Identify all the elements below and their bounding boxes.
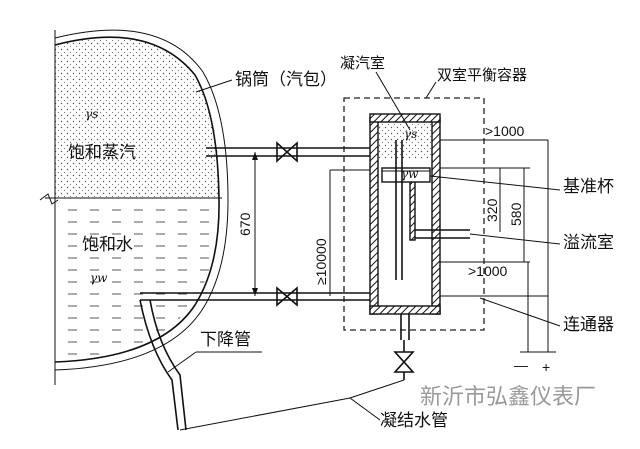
dim-670: 670 [237, 152, 258, 296]
saturated-steam-label: 饱和蒸汽 [68, 143, 136, 163]
condensing-leader-line [375, 71, 411, 131]
dim-1000-bottom-text: >1000 [468, 263, 508, 279]
downcomer-pipe [139, 299, 187, 431]
dim-1000-top-text: >1000 [485, 123, 525, 139]
drum-gamma-w-label: γw [90, 271, 108, 285]
downcomer-label: 下降管 [200, 330, 251, 350]
steam-pipe [206, 141, 376, 163]
dim-670-text: 670 [237, 212, 253, 236]
condensate-valve [393, 351, 415, 380]
balance-vessel [369, 113, 470, 352]
overflow-chamber-label: 溢流室 [563, 233, 614, 253]
condensate-pipe-label: 凝结水管 [380, 411, 448, 431]
dim-580-text: 580 [508, 202, 524, 226]
condensing-chamber-label: 凝汽室 [340, 54, 385, 72]
chamber-gamma-w-label: γw [401, 167, 419, 181]
container-leader-line [425, 81, 437, 99]
drum-gamma-s-label: γs [85, 107, 98, 121]
container-dashed-outline [343, 97, 485, 331]
drum-leader-line [195, 79, 233, 93]
dim-1000-top: >1000 [440, 123, 549, 296]
connector-label: 连通器 [563, 315, 614, 335]
double-chamber-container-label: 双室平衡容器 [437, 66, 527, 84]
dim-1000-bottom: >1000 [440, 261, 548, 297]
dim-320-580: 320 580 [440, 167, 530, 262]
transmitter-lines [520, 262, 556, 353]
water-pipe [140, 286, 376, 307]
minus-sign: — [514, 357, 528, 373]
watermark-text: 新沂市弘鑫仪表厂 [420, 385, 596, 410]
saturated-water-label: 饱和水 [82, 235, 133, 255]
drum-vessel [39, 29, 229, 385]
condensate-leaders [179, 379, 405, 431]
reference-cup-leader-line [429, 175, 561, 191]
plus-sign: + [542, 359, 550, 375]
overflow-leader-line [469, 233, 561, 245]
reference-cup-label: 基准杯 [563, 177, 614, 197]
dim-320-text: 320 [484, 198, 500, 222]
dim-10000: ≥10000 [313, 169, 376, 296]
chamber-gamma-s-label: γs [404, 127, 417, 141]
downcomer-leader-line [167, 351, 197, 373]
drum-label: 锅筒（汽包） [235, 70, 337, 90]
dim-10000-text: ≥10000 [313, 238, 329, 285]
connector-leader-line [479, 297, 561, 327]
